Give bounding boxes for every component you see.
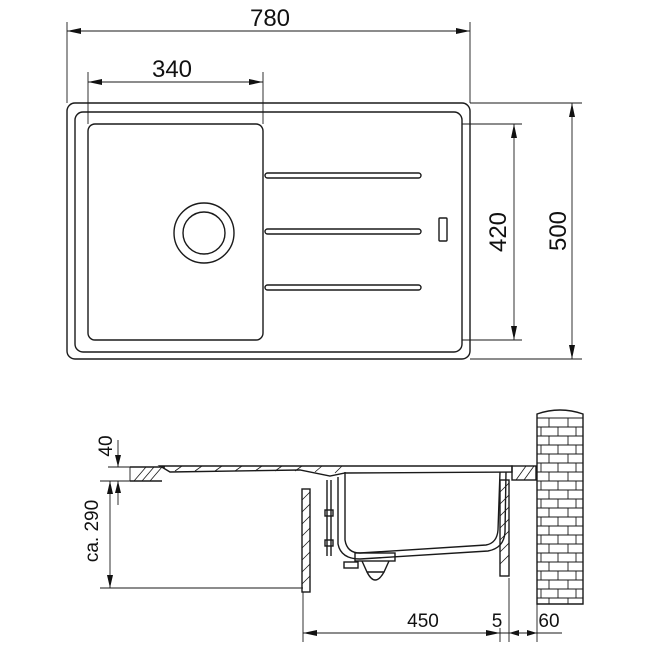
worktop-right	[511, 465, 537, 481]
side-view: 40 ca. 290 450 5 60	[82, 409, 584, 642]
worktop-left	[129, 466, 165, 482]
drain-assembly	[324, 480, 396, 581]
sink-inner-outline	[74, 111, 463, 353]
drain-outer	[173, 202, 235, 264]
dim-label-450: 450	[407, 611, 439, 632]
bowl-profile	[344, 471, 501, 554]
top-view: 780 340 420 500	[66, 5, 582, 360]
drainer-ribs	[264, 172, 422, 291]
dimension-500: 500	[470, 102, 582, 360]
brick-wall	[536, 409, 584, 605]
sink-rim-profile	[157, 465, 513, 477]
dimension-290: ca. 290	[82, 480, 303, 589]
dim-label-290: ca. 290	[82, 500, 103, 562]
dimension-40: 40	[96, 435, 160, 505]
dimension-340: 340	[87, 56, 264, 124]
drain-inner	[182, 211, 226, 255]
dimension-5: 5	[492, 611, 519, 642]
bowl-outline	[87, 123, 264, 341]
dim-label-500: 500	[545, 211, 572, 251]
dim-label-60: 60	[538, 611, 559, 632]
dim-label-5: 5	[492, 611, 503, 632]
bowl-profile-inner	[337, 471, 507, 560]
dimension-780: 780	[66, 5, 471, 103]
dim-label-420: 420	[485, 212, 512, 252]
dimension-420: 420	[462, 123, 522, 341]
dim-label-40: 40	[96, 435, 117, 456]
cabinet-wall-right	[499, 479, 510, 577]
sink-outer-outline	[66, 102, 471, 360]
rim-hatch	[174, 465, 343, 474]
dim-label-780: 780	[250, 5, 290, 32]
dimension-450: 450	[302, 578, 510, 642]
dimension-60: 60	[509, 604, 562, 642]
cabinet-wall-left	[301, 488, 311, 593]
overflow-slot	[438, 217, 448, 242]
dim-label-340: 340	[152, 56, 192, 83]
